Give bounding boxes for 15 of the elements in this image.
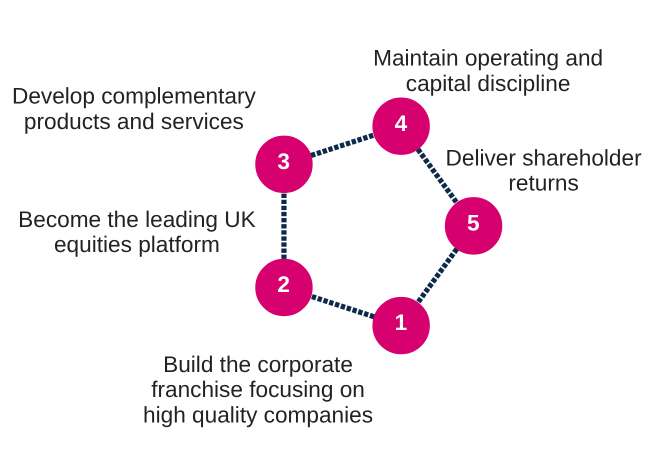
connector: [416, 147, 459, 204]
node-label: Become the leading UK equities platform: [18, 206, 256, 257]
node-label: Deliver shareholder returns: [446, 144, 642, 195]
node-circle: 1: [372, 296, 430, 354]
node-circle: 4: [372, 97, 430, 154]
node-circle: 2: [255, 258, 313, 316]
connector: [416, 246, 459, 304]
connector: [281, 192, 287, 258]
node-circle: 5: [444, 196, 502, 254]
node-label: Build the corporate franchise focusing on high quality companies: [143, 351, 374, 427]
node-label: Develop complementary products and services: [12, 83, 256, 134]
node-circle: 3: [255, 135, 313, 192]
connector: [310, 132, 375, 158]
node-label: Maintain operating and capital discipline: [373, 45, 604, 96]
connector: [310, 293, 375, 319]
